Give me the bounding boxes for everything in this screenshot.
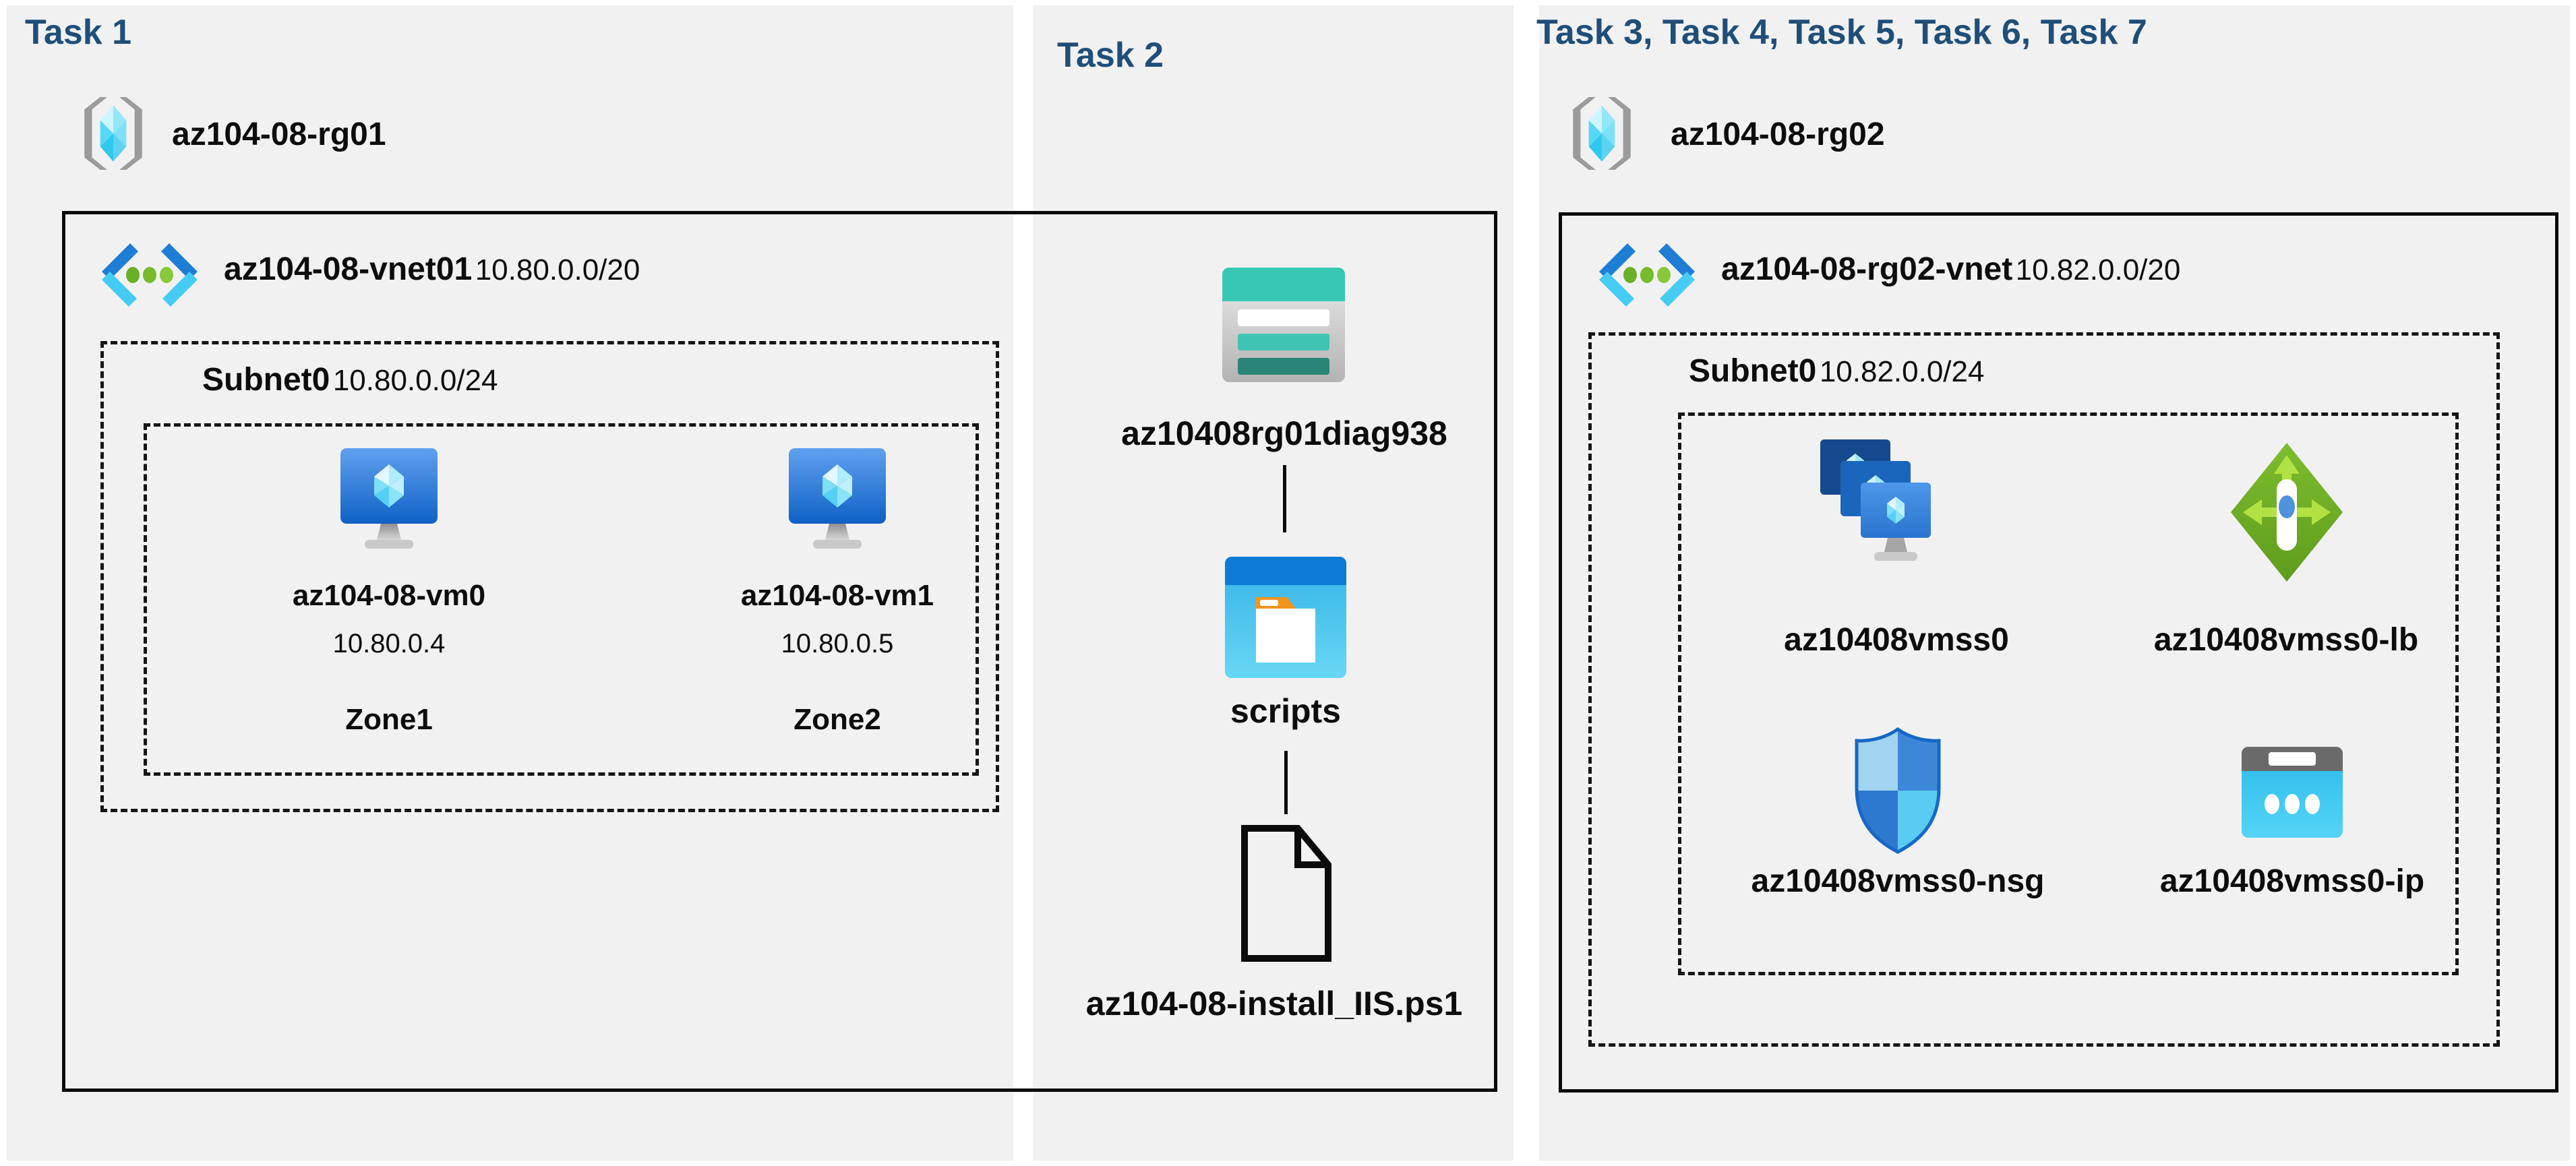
vm0-ip-label: 10.80.0.4 bbox=[332, 629, 446, 658]
virtual-machine-icon bbox=[789, 448, 886, 549]
task1-panel bbox=[7, 5, 1013, 1161]
nsg-label: az10408vmss0-nsg bbox=[1751, 863, 2045, 899]
vnet01-name: az104-08-vnet01 bbox=[224, 251, 473, 287]
connector-scripts-file bbox=[1284, 751, 1288, 814]
storage-account-label: az10408rg01diag938 bbox=[1121, 415, 1447, 452]
install-script-file-label: az104-08-install_IIS.ps1 bbox=[1085, 985, 1463, 1022]
resource-group-icon bbox=[1573, 97, 1631, 170]
vm0-name-label: az104-08-vm0 bbox=[292, 579, 486, 612]
vm0-zone-label: Zone1 bbox=[345, 703, 433, 736]
vm1-ip-label: 10.80.0.5 bbox=[781, 629, 894, 658]
resource-group-icon bbox=[84, 97, 142, 170]
virtual-network-icon bbox=[101, 243, 198, 307]
virtual-network-icon bbox=[1598, 243, 1696, 307]
task3-subnet0-label: Subnet0 10.82.0.0/24 bbox=[1689, 355, 1984, 388]
load-balancer-icon bbox=[2231, 443, 2343, 582]
blob-container-icon bbox=[1225, 557, 1346, 678]
rg02-vnet-cidr: 10.82.0.0/20 bbox=[2015, 253, 2181, 286]
rg02-label: az104-08-rg02 bbox=[1671, 117, 1885, 152]
task1-subnet0-label: Subnet0 10.80.0.0/24 bbox=[202, 364, 498, 396]
task3-subnet0-box bbox=[1588, 332, 2500, 1047]
vm1-zone-label: Zone2 bbox=[793, 703, 881, 736]
rg02-vnet-boundary-box bbox=[1559, 212, 2558, 1093]
load-balancer-label: az10408vmss0-lb bbox=[2153, 622, 2419, 658]
public-ip-label: az10408vmss0-ip bbox=[2159, 863, 2425, 899]
public-ip-icon bbox=[2242, 747, 2343, 838]
vmss-label: az10408vmss0 bbox=[1784, 622, 2009, 658]
task1-subnet0-cidr: 10.80.0.0/24 bbox=[332, 364, 498, 397]
task1-heading: Task 1 bbox=[25, 13, 132, 52]
vnet01-boundary-box bbox=[62, 211, 1497, 1092]
task3-subnet0-name: Subnet0 bbox=[1689, 353, 1817, 389]
shield-icon bbox=[1855, 727, 1941, 854]
storage-account-icon bbox=[1222, 268, 1345, 382]
task3-panel bbox=[1539, 5, 2570, 1161]
vnet01-label: az104-08-vnet01 10.80.0.0/20 bbox=[224, 253, 640, 286]
task1-zones-box bbox=[144, 423, 979, 776]
virtual-machine-icon bbox=[340, 448, 438, 549]
rg02-vnet-name: az104-08-rg02-vnet bbox=[1721, 251, 2013, 287]
task2-heading: Task 2 bbox=[1057, 36, 1164, 75]
task3-heading: Task 3, Task 4, Task 5, Task 6, Task 7 bbox=[1536, 13, 2147, 52]
vnet01-cidr: 10.80.0.0/20 bbox=[475, 253, 640, 286]
scripts-container-label: scripts bbox=[1230, 692, 1341, 730]
task3-subnet0-cidr: 10.82.0.0/24 bbox=[1819, 355, 1985, 388]
document-icon bbox=[1241, 825, 1331, 962]
vm1-name-label: az104-08-vm1 bbox=[740, 579, 934, 612]
task1-subnet0-name: Subnet0 bbox=[202, 362, 330, 398]
task3-resources-box bbox=[1678, 412, 2459, 975]
task1-subnet0-box bbox=[100, 341, 999, 812]
connector-storage-scripts bbox=[1283, 465, 1286, 532]
vm-scale-set-icon bbox=[1820, 439, 1931, 561]
rg02-vnet-label: az104-08-rg02-vnet 10.82.0.0/20 bbox=[1721, 253, 2180, 286]
rg01-label: az104-08-rg01 bbox=[172, 117, 386, 152]
